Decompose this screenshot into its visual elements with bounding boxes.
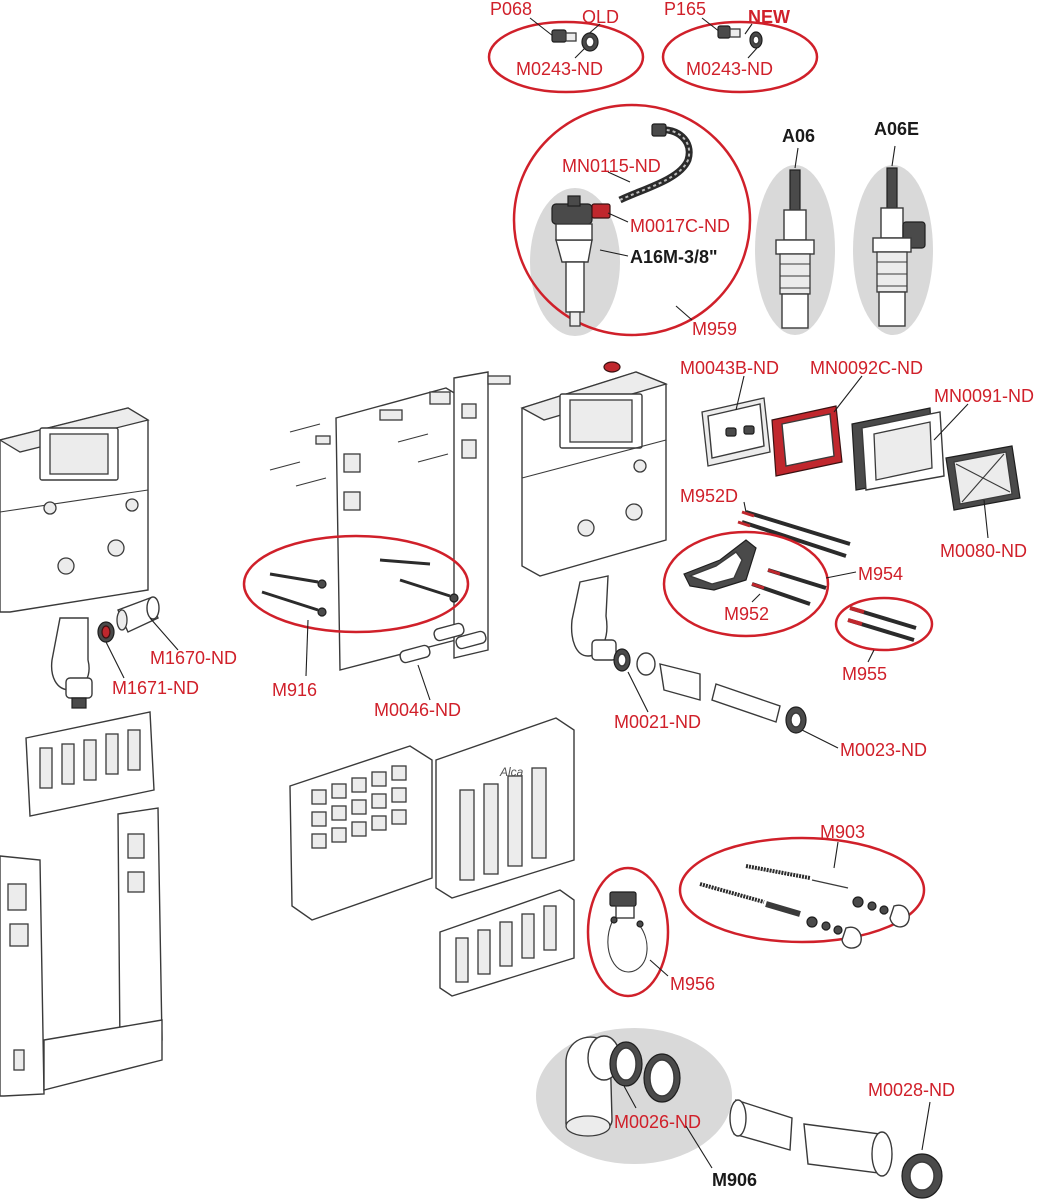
flush-valve-icon-a06 (775, 169, 815, 329)
rod-icon-m952d-1 (745, 510, 851, 546)
cover-frame-icon-m0080 (945, 445, 1021, 511)
fill-valve-icon (551, 195, 611, 327)
fixing-bolt-icons-m916 (261, 558, 459, 617)
mounting-plate-icon-m0043b (701, 397, 771, 467)
support-leg-icon-m0046 (399, 622, 487, 664)
label-m0043b: M0043B-ND (680, 358, 779, 378)
callout-ring-m959 (512, 103, 752, 337)
label-p068: P068 (490, 0, 532, 19)
group-p068: P068 OLD M0243-ND (487, 0, 645, 94)
rod-icon-m952d-2 (741, 520, 847, 558)
gasket-frame-icon-mn0092c (771, 405, 843, 477)
left-cistern-assembly: M1670-ND M1671-ND (0, 407, 237, 709)
center-frame-assembly: M0046-ND M916 (242, 371, 511, 720)
group-p165: P165 NEW M0243-ND (661, 0, 819, 94)
label-m906: M906 (712, 1170, 757, 1190)
label-mn0091: MN0091-ND (934, 386, 1034, 406)
label-m0023: M0023-ND (840, 740, 927, 760)
callout-ring-m955 (834, 596, 934, 652)
label-a06e: A06E (874, 119, 919, 139)
group-m956: M956 (586, 866, 715, 998)
label-m0017c: M0017C-ND (630, 216, 730, 236)
label-m959: M959 (692, 319, 737, 339)
gasket-icon-m1671 (97, 621, 115, 643)
pipe-segment-icon-2 (711, 683, 781, 723)
label-m0080: M0080-ND (940, 541, 1027, 561)
flush-valve-icon-a06e (872, 167, 926, 327)
label-m0028: M0028-ND (868, 1080, 955, 1100)
lower-left-parts (0, 711, 163, 1097)
callout-ring-p165 (661, 20, 819, 94)
label-a06: A06 (782, 126, 815, 146)
center-covers: Alca (289, 717, 575, 997)
label-new: NEW (748, 7, 790, 27)
label-old: OLD (582, 7, 619, 27)
group-m903: M903 (678, 822, 926, 949)
group-a06e: A06E (853, 119, 933, 335)
callout-ring-m956 (586, 866, 670, 998)
bend-pipe-icon-m906 (565, 1035, 621, 1137)
callout-ring-m954 (662, 530, 830, 638)
callout-ring-p068 (487, 20, 645, 94)
label-a16m: A16M-3/8" (630, 247, 718, 267)
cover-logo: Alca (499, 765, 524, 779)
rods-group: M952D M954 M952 M955 (662, 486, 934, 684)
valve-connector-icon-old (551, 29, 599, 52)
label-m955: M955 (842, 664, 887, 684)
label-m0026: M0026-ND (614, 1112, 701, 1132)
label-m956: M956 (670, 974, 715, 994)
outlet-pipe-parts: M0021-ND M0023-ND (613, 648, 927, 760)
label-m0046: M0046-ND (374, 700, 461, 720)
label-p165: P165 (664, 0, 706, 19)
front-cover-icon (435, 717, 575, 899)
bracket-clip-icon-m956 (607, 891, 648, 973)
center-frame-left (335, 387, 457, 671)
frame-box-icon-mn0091 (851, 407, 945, 491)
right-cistern-assembly (520, 361, 668, 661)
label-mn0092c: MN0092C-ND (810, 358, 923, 378)
group-m959: MN0115-ND M0017C-ND A16M-3/8" M959 (512, 103, 752, 339)
label-m0021: M0021-ND (614, 712, 701, 732)
group-m906: M0026-ND M906 M0028-ND (536, 1028, 955, 1199)
group-a06: A06 (755, 126, 835, 335)
label-m1671: M1671-ND (112, 678, 199, 698)
flush-mechanism-icon-m954 (683, 539, 757, 591)
label-m0243-new: M0243-ND (686, 59, 773, 79)
label-m903: M903 (820, 822, 865, 842)
label-m952: M952 (724, 604, 769, 624)
label-m0243-old: M0243-ND (516, 59, 603, 79)
label-m952d: M952D (680, 486, 738, 506)
label-m916: M916 (272, 680, 317, 700)
pipe-segment-icon (659, 663, 701, 701)
threaded-rod-icon (745, 864, 811, 880)
elbow-connector-icon-m1670 (116, 596, 160, 633)
label-mn0115: MN0115-ND (562, 156, 661, 176)
valve-connector-icon-new (717, 25, 763, 49)
label-m1670: M1670-ND (150, 648, 237, 668)
callout-ring-m916 (242, 534, 470, 634)
label-m954: M954 (858, 564, 903, 584)
lower-frame-left-post (0, 855, 45, 1097)
frame-parts: M0043B-ND MN0092C-ND MN0091-ND M0080-ND (680, 358, 1034, 561)
callout-ring-m903 (678, 836, 926, 944)
